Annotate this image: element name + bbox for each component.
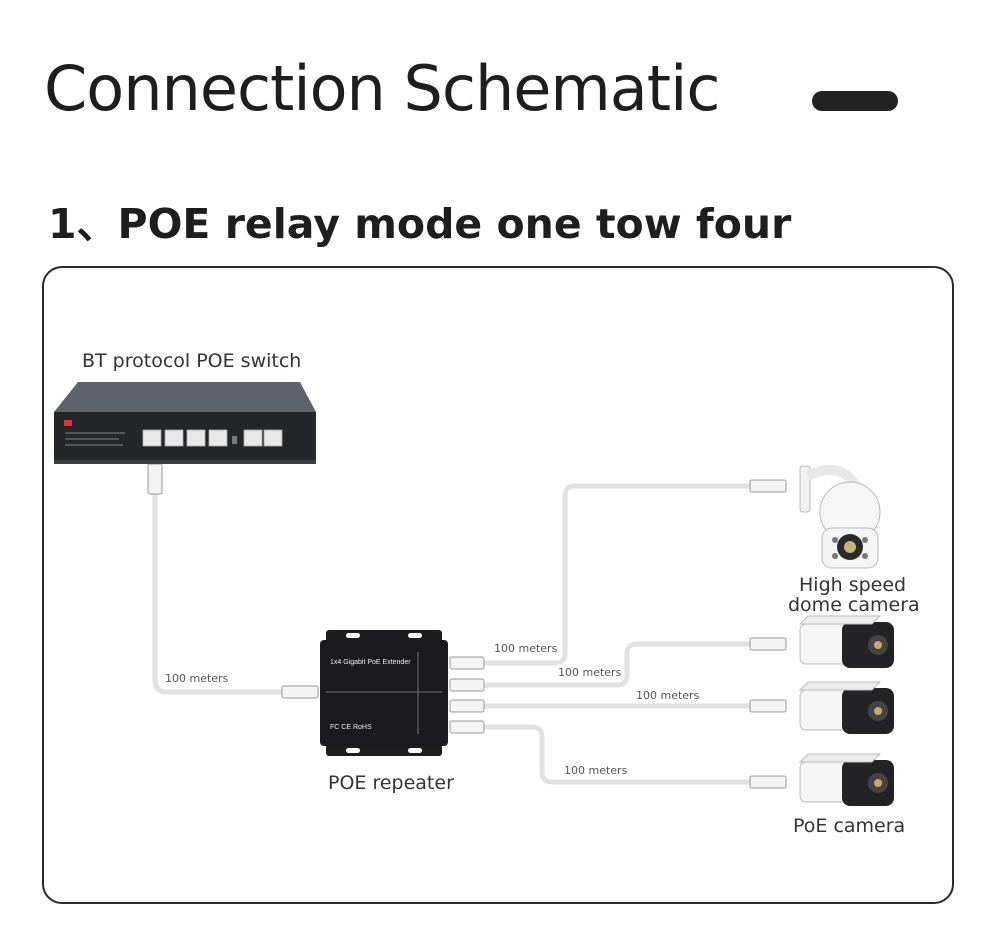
diagram-panel bbox=[42, 266, 954, 904]
distance-label-switch: 100 meters bbox=[165, 672, 229, 685]
switch-ports-poe bbox=[142, 429, 228, 447]
connector-out-2 bbox=[449, 678, 485, 692]
repeater-label: POE repeater bbox=[328, 772, 454, 794]
repeater-marks-text: FC CE RoHS bbox=[330, 724, 372, 731]
switch-top-face bbox=[54, 382, 316, 412]
distance-label-dome: 100 meters bbox=[494, 642, 558, 655]
dome-camera-label-line1: High speed bbox=[799, 574, 907, 596]
connector-cam-2 bbox=[749, 699, 787, 713]
connector-repeater-in bbox=[281, 685, 319, 699]
poe-camera-1 bbox=[798, 615, 894, 668]
section-subtitle: 1、POE relay mode one tow four bbox=[48, 200, 792, 248]
poe-camera-3 bbox=[798, 753, 894, 806]
dome-camera-label-line2: dome camera bbox=[788, 594, 920, 616]
connector-cam-3 bbox=[749, 775, 787, 789]
distance-label-camera-2: 100 meters bbox=[636, 689, 700, 702]
connectors bbox=[147, 463, 787, 789]
cables bbox=[152, 470, 752, 785]
connector-out-3 bbox=[449, 699, 485, 713]
connector-dome bbox=[749, 479, 787, 493]
distance-label-camera-3: 100 meters bbox=[564, 764, 628, 777]
connector-cam-1 bbox=[749, 637, 787, 651]
switch-ports-uplink bbox=[243, 429, 283, 447]
repeater-body bbox=[320, 640, 448, 746]
poe-switch-device bbox=[54, 382, 316, 464]
poe-repeater-device: 1x4 Gigabit PoE Extender FC CE RoHS bbox=[320, 630, 448, 756]
poe-camera-label: PoE camera bbox=[793, 815, 906, 837]
distance-label-camera-1: 100 meters bbox=[558, 666, 622, 679]
connector-out-1 bbox=[449, 656, 485, 670]
dome-camera-device bbox=[799, 464, 881, 569]
poe-camera-2 bbox=[798, 681, 894, 734]
page-title: Connection Schematic bbox=[44, 52, 720, 125]
cable-switch-to-repeater bbox=[152, 470, 292, 695]
title-dash-decoration bbox=[812, 91, 898, 111]
connector-out-4 bbox=[449, 720, 485, 734]
repeater-title-text: 1x4 Gigabit PoE Extender bbox=[330, 659, 411, 666]
cable-to-dome bbox=[478, 483, 752, 666]
cable-to-camera-1 bbox=[478, 641, 752, 688]
connector-switch bbox=[147, 463, 163, 495]
switch-logo bbox=[64, 420, 72, 426]
cable-to-camera-3 bbox=[478, 724, 752, 785]
switch-label: BT protocol POE switch bbox=[82, 350, 302, 372]
dome-bracket-plate bbox=[799, 465, 811, 513]
